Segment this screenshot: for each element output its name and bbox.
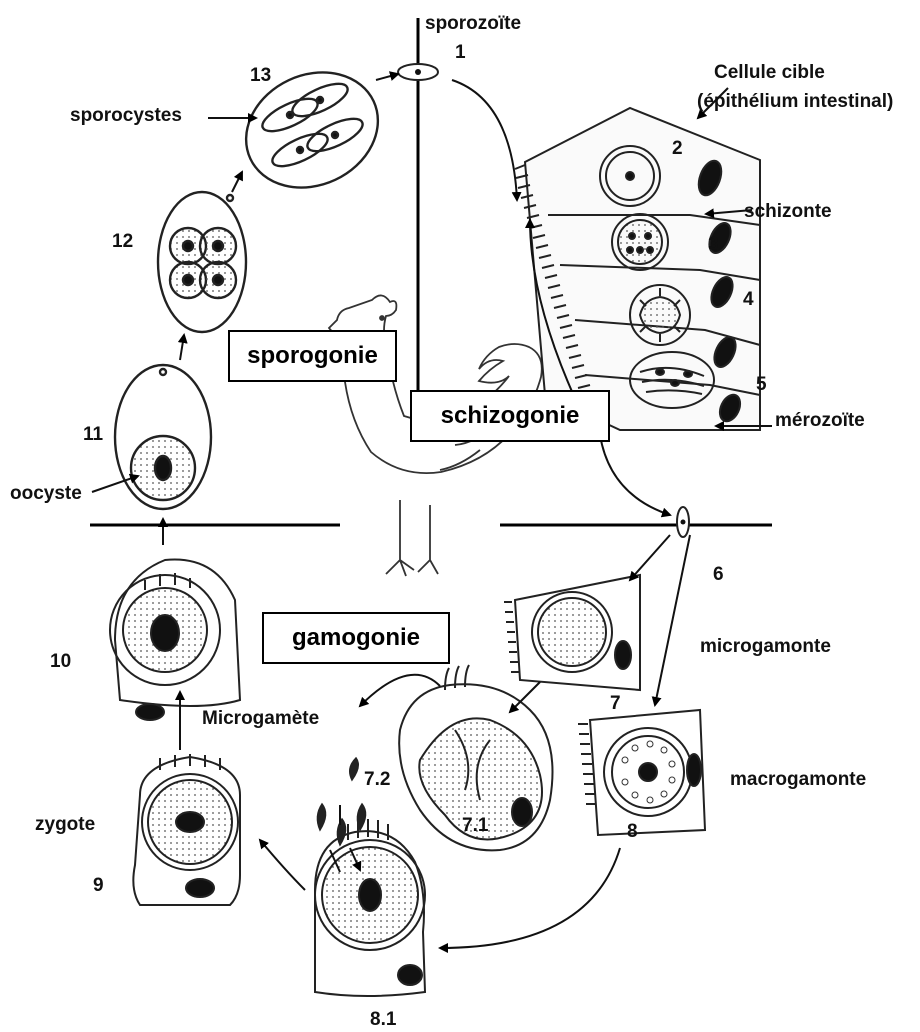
oocyst-stage-12	[158, 192, 246, 332]
epithelium-column	[515, 108, 760, 430]
stage-13-label: 13	[250, 66, 271, 85]
stage-6-label: 6	[713, 565, 724, 584]
stage-9-label: 9	[93, 876, 104, 895]
macrogamont-cell	[578, 710, 705, 835]
stage-3-label: 3	[708, 235, 719, 254]
microgamont-cell	[504, 575, 640, 690]
stage-11-label: 11	[83, 425, 103, 444]
stage-7-label: 7	[610, 694, 621, 713]
stage-5-label: 5	[756, 375, 767, 394]
stage-7-2-label: 7.2	[364, 770, 390, 789]
gamogony-phase-box: gamogonie	[262, 612, 450, 664]
merozoite-free	[677, 507, 689, 537]
microgamete-label: Microgamète	[202, 709, 319, 728]
sporocysts-label: sporocystes	[70, 106, 182, 125]
zygote-wall-forming-cell	[110, 560, 240, 721]
oocyst-label: oocyste	[10, 484, 82, 503]
fertilization-cell	[315, 819, 425, 996]
microgamont-label: microgamonte	[700, 637, 831, 656]
sporozoite-label: sporozoïte	[425, 14, 521, 33]
stage-8-label: 8	[627, 822, 638, 841]
stage-1-label: 1	[455, 43, 466, 62]
stage-4-label: 4	[743, 290, 754, 309]
sporogony-phase-box: sporogonie	[228, 330, 397, 382]
schizogony-phase-box: schizogonie	[410, 390, 610, 442]
stage-7-1-label: 7.1	[462, 816, 488, 835]
zygote-label: zygote	[35, 815, 95, 834]
merozoite-label: mérozoïte	[775, 411, 865, 430]
stage-10-label: 10	[50, 652, 71, 671]
macrogamont-label: macrogamonte	[730, 770, 866, 789]
oocyst-stage-11	[115, 365, 211, 509]
target-cell-detail-label: (épithélium intestinal)	[697, 92, 893, 111]
schizont-label: schizonte	[744, 202, 832, 221]
stage-12-label: 12	[112, 232, 133, 251]
stage-2-label: 2	[672, 139, 683, 158]
sporozoite-cell	[398, 64, 438, 80]
target-cell-label: Cellule cible	[714, 63, 825, 82]
zygote-cell	[133, 754, 240, 905]
stage-8-1-label: 8.1	[370, 1010, 396, 1029]
